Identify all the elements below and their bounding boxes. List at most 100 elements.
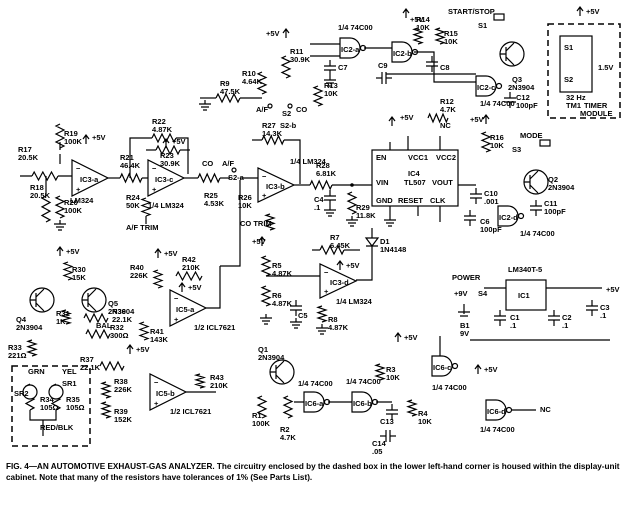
- r16-value: 10K: [490, 141, 504, 150]
- c8: [426, 61, 438, 67]
- r14-label: R14: [416, 15, 431, 24]
- r43: [193, 373, 207, 389]
- r39-value: 152K: [114, 415, 133, 424]
- r39-label: R39: [114, 407, 128, 416]
- plus-sign: +: [152, 185, 157, 194]
- supply-arrow: [402, 8, 410, 18]
- plus5-ic3c: +5V: [172, 137, 186, 146]
- r15-label: R15: [444, 29, 458, 38]
- ic4-pin-vcc2: VCC2: [436, 153, 456, 162]
- ic2d-gate: [497, 205, 519, 227]
- timer-chip: [559, 35, 593, 93]
- ic2b-gate: [391, 41, 413, 63]
- q4-label: Q4: [16, 315, 27, 324]
- minus-sign: −: [324, 268, 329, 277]
- c11-label: C11: [544, 199, 557, 208]
- ic2a-gate: [339, 37, 361, 59]
- ic6a-label: IC6-a: [305, 399, 324, 408]
- r15-value: 10K: [444, 37, 458, 46]
- c7: [324, 65, 336, 71]
- supply-arrow: [154, 248, 162, 258]
- supply-arrow: [56, 246, 64, 256]
- r35-value: 105Ω: [66, 403, 85, 412]
- r5-label: R5: [272, 261, 282, 270]
- r12-value: 4.7K: [440, 105, 456, 114]
- r36: [83, 312, 109, 324]
- r28: [309, 179, 333, 191]
- af-trim-label: A/F TRIM: [126, 223, 159, 232]
- r25-label: R25: [204, 191, 218, 200]
- c9-label: C9: [378, 61, 388, 70]
- c11: [530, 205, 542, 211]
- r29-label: R29: [356, 203, 370, 212]
- r1-value: 100K: [252, 419, 271, 428]
- c5-label: C5: [298, 311, 308, 320]
- r19-value: 100K: [64, 137, 83, 146]
- q4-part: 2N3904: [16, 323, 43, 332]
- ic3a-label: IC3-a: [80, 175, 99, 184]
- r24-value: 50K: [126, 201, 140, 210]
- sr1-sensor: [48, 384, 64, 400]
- c14-value: .05: [372, 447, 382, 456]
- ic2d-label: IC2-d: [499, 213, 518, 222]
- timer-s1: S1: [564, 43, 573, 52]
- af-label-b: A/F: [256, 105, 269, 114]
- r14-value: 10K: [416, 23, 430, 32]
- r15: [434, 27, 446, 45]
- r40-value: 226K: [130, 271, 149, 280]
- s2b-contact-b: [287, 103, 293, 109]
- q2-part: 2N3904: [548, 183, 575, 192]
- r3-value: 10K: [386, 373, 400, 382]
- r32-label: R32: [110, 323, 124, 332]
- c14: [385, 430, 391, 442]
- r13-value: 10K: [324, 89, 338, 98]
- power-label: POWER: [452, 273, 481, 282]
- ic5a-label: IC5-a: [176, 305, 195, 314]
- r23-label: R23: [160, 151, 174, 160]
- inversion-bubble: [451, 362, 459, 370]
- r24: [140, 197, 152, 217]
- plus5-tm1: +5V: [586, 7, 600, 16]
- ic4-label: IC4: [408, 169, 421, 178]
- display-unit-box: [11, 365, 91, 447]
- ic3c-part: 1/4 LM324: [148, 201, 185, 210]
- q1-label: Q1: [258, 345, 268, 354]
- r18: [40, 195, 52, 223]
- c14-label: C14: [372, 439, 387, 448]
- r7: [319, 244, 345, 256]
- r17-value: 20.5K: [18, 153, 39, 162]
- bal-label: BAL: [96, 321, 112, 330]
- figure-caption: FIG. 4—AN AUTOMOTIVE EXHAUST-GAS ANALYZE…: [6, 462, 620, 482]
- r10-label: R10: [242, 69, 256, 78]
- q3-part: 2N3904: [508, 83, 535, 92]
- r37-value: 22.1K: [80, 363, 101, 372]
- plus-sign: +: [262, 191, 267, 200]
- r18-value: 20.5K: [30, 191, 51, 200]
- q5-part: 2N3904: [108, 307, 135, 316]
- supply-arrow: [178, 282, 186, 292]
- ic3a-symbol: [71, 159, 110, 197]
- r10-value: 4.64K: [242, 77, 263, 86]
- ic2c-part: 1/4 74C00: [480, 99, 515, 108]
- ic6d-part: 1/4 74C00: [480, 425, 515, 434]
- junction: [350, 183, 354, 187]
- r5-value: 4.87K: [272, 269, 293, 278]
- r7-label: R7: [330, 233, 340, 242]
- r25: [197, 172, 221, 184]
- s2-label: S2: [282, 109, 291, 118]
- ic6d-label: IC6-d: [487, 407, 506, 416]
- c4-label: C4: [314, 195, 324, 204]
- ic3a-part: LM324: [70, 196, 94, 205]
- r2: [282, 395, 294, 419]
- supply-arrow: [482, 114, 490, 124]
- c13-label: C13: [380, 417, 394, 426]
- r13-label: R13: [324, 81, 338, 90]
- ic3c-label: IC3-c: [155, 175, 173, 184]
- r6-label: R6: [272, 291, 282, 300]
- ic5a-part: 1/2 ICL7621: [194, 323, 235, 332]
- ic6b-part: 1/4 74C00: [346, 377, 381, 386]
- ic2c-gate: [475, 75, 497, 97]
- r1-label: R1: [252, 411, 262, 420]
- r14: [412, 27, 424, 45]
- ic5b-label: IC5-b: [156, 389, 175, 398]
